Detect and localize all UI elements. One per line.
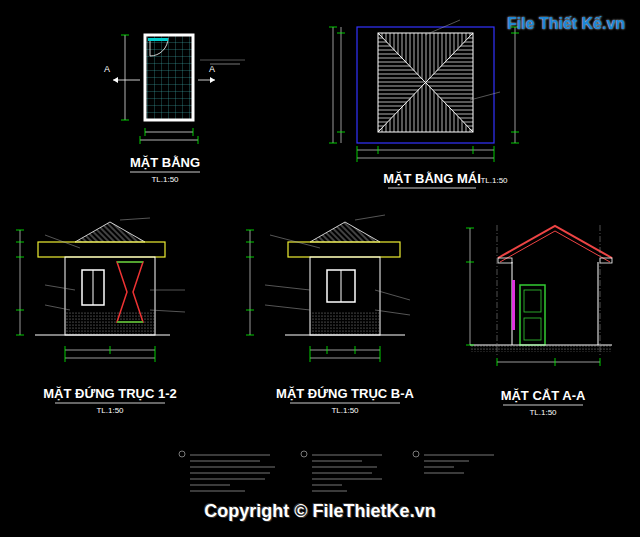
roof-plan: [329, 20, 519, 162]
section-marker: A: [104, 65, 110, 75]
floor-plan: [113, 35, 245, 144]
scale-note: TL.1:50: [529, 409, 556, 418]
view-title: MẶT ĐỨNG TRỤC B-A: [276, 387, 414, 401]
scale-note: TL.1:50: [331, 407, 358, 416]
view-title: MẶT BẰNG MÁI: [383, 172, 481, 186]
section-a-a: [466, 225, 612, 366]
section-marker: A: [209, 65, 215, 75]
watermark: Copyright © FileThietKe.vn: [204, 502, 435, 522]
scale-note: TL.1:50: [480, 177, 507, 186]
view-title: MẶT CẮT A-A: [501, 389, 586, 403]
view-title: MẶT ĐỨNG TRỤC 1-2: [43, 387, 177, 401]
logo-text: File Thiết Kế.vn: [507, 15, 625, 33]
scale-note: TL.1:50: [96, 407, 123, 416]
scale-note: TL.1:50: [151, 176, 178, 185]
view-title: MẶT BẰNG: [130, 156, 200, 170]
elevation-1-2: [16, 218, 185, 362]
elevation-b-a: [246, 215, 410, 362]
title-underlines: [55, 172, 583, 405]
notes-block: [179, 451, 494, 491]
